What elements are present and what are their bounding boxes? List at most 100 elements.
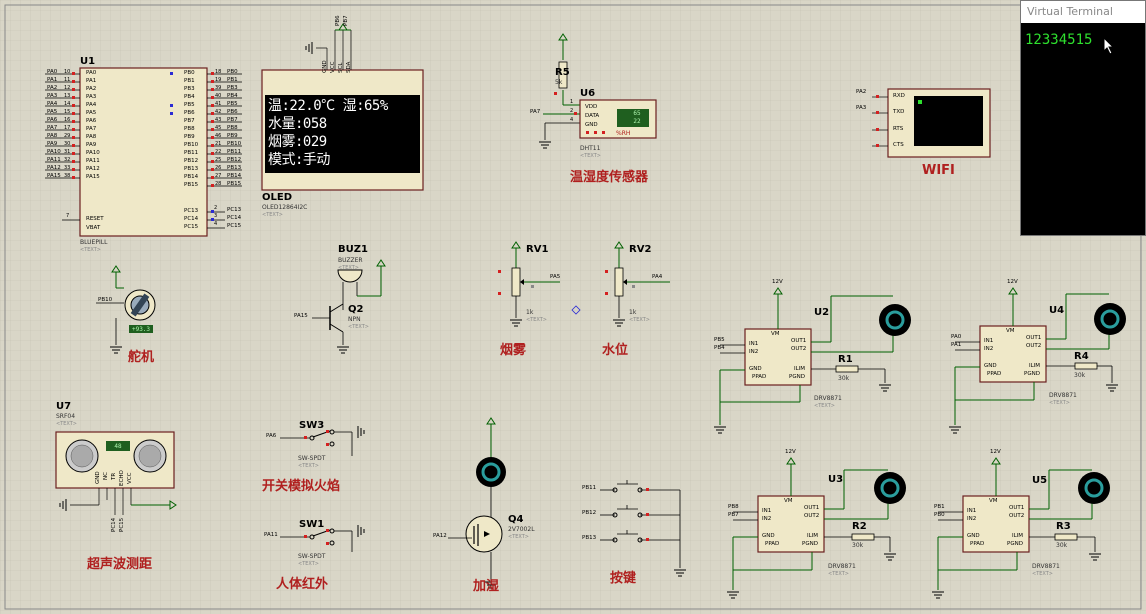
mouse-cursor-icon bbox=[1103, 37, 1115, 55]
q4-text: <TEXT> bbox=[508, 534, 529, 540]
u7-caption: 超声波测距 bbox=[87, 557, 153, 572]
driver-pin-ilim: ILIM bbox=[1029, 363, 1041, 369]
oled-text: <TEXT> bbox=[262, 212, 283, 218]
q4-part: 2V7002L bbox=[508, 526, 535, 533]
driver-pin-out1: OUT1 bbox=[1026, 335, 1042, 341]
rv2-potentiometer[interactable] bbox=[605, 241, 670, 327]
u1-pin-pa2: PA2 bbox=[86, 86, 97, 92]
virtual-terminal-window[interactable]: Virtual Terminal 12334515 bbox=[1020, 0, 1146, 236]
u7-pin-gnd: GND bbox=[95, 471, 101, 484]
sw1-switch[interactable] bbox=[280, 524, 365, 552]
buzzer-circuit[interactable] bbox=[312, 259, 386, 354]
u1-bluepill[interactable] bbox=[45, 67, 242, 237]
u4-driver[interactable] bbox=[948, 287, 1126, 434]
rv1-caption: 烟雾 bbox=[500, 343, 527, 358]
u1-pin-pa5: PA5 bbox=[86, 110, 97, 116]
u4-r-ref: R4 bbox=[1074, 351, 1089, 362]
oled-line-2: 水量:058 bbox=[268, 116, 327, 132]
rv1-potentiometer[interactable] bbox=[498, 241, 581, 327]
u1-pin-pb4: PB4 bbox=[184, 94, 195, 100]
sw3-switch[interactable] bbox=[280, 425, 365, 456]
u1-pin-num: 19 bbox=[215, 77, 222, 83]
u1-pin-num: 46 bbox=[215, 133, 222, 139]
u1-pin-vbat: VBAT bbox=[86, 225, 101, 231]
u6-caption: 温湿度传感器 bbox=[570, 170, 649, 185]
u2-r-ref: R1 bbox=[838, 354, 853, 365]
u4-net-in1: PA0 bbox=[951, 334, 962, 340]
u1-net-label: PA4 bbox=[47, 101, 58, 107]
u6-part: DHT11 bbox=[580, 145, 601, 152]
keys-circuit[interactable] bbox=[600, 480, 687, 577]
u2-r-value: 30k bbox=[838, 375, 850, 382]
oled-net-sda: PB7 bbox=[343, 15, 349, 26]
driver-pin-vm: VM bbox=[1006, 328, 1015, 334]
u1-pin-num: 17 bbox=[64, 125, 71, 131]
u1-pin-num: 29 bbox=[64, 133, 71, 139]
buz1-part: BUZZER bbox=[338, 257, 363, 264]
q4-net: PA12 bbox=[433, 533, 447, 539]
oled-pin-sda: SDA bbox=[346, 61, 352, 73]
oled-pin-gnd: GND bbox=[322, 60, 328, 73]
driver-pin-in1: IN1 bbox=[967, 508, 977, 514]
u1-net-label: PA11 bbox=[47, 157, 61, 163]
oled-ref: OLED bbox=[262, 192, 293, 203]
driver-pin-in2: IN2 bbox=[762, 516, 772, 522]
u1-pin-pa11: PA11 bbox=[86, 158, 100, 164]
u1-pin-num: 26 bbox=[215, 165, 222, 171]
u1-pin-pc14: PC14 bbox=[184, 216, 199, 222]
wifi-pin-cts: CTS bbox=[893, 142, 904, 148]
buz1-text: <TEXT> bbox=[338, 265, 359, 271]
u6-display-bottom: 22 bbox=[628, 118, 646, 125]
driver-pin-pgnd: PGND bbox=[802, 541, 818, 547]
sw3-caption: 开关模拟火焰 bbox=[262, 479, 341, 494]
u6-display-top: 65 bbox=[628, 110, 646, 117]
u1-pin-pa12: PA12 bbox=[86, 166, 100, 172]
oled-line-4: 模式:手动 bbox=[268, 152, 330, 168]
virtual-terminal-title: Virtual Terminal bbox=[1021, 1, 1145, 23]
u1-pin-num: 39 bbox=[215, 85, 222, 91]
u6-pin1-num: 1 bbox=[570, 99, 574, 105]
u1-pin-pa4: PA4 bbox=[86, 102, 97, 108]
u1-pin-pa9: PA9 bbox=[86, 142, 97, 148]
u5-driver[interactable] bbox=[931, 457, 1110, 599]
u1-net-label: PB3 bbox=[227, 85, 238, 91]
u5-ref: U5 bbox=[1032, 475, 1048, 486]
oled-pin-scl: SCL bbox=[338, 62, 344, 73]
sw3-text: <TEXT> bbox=[298, 463, 319, 469]
u3-driver[interactable] bbox=[726, 457, 906, 599]
u1-net-label: PB9 bbox=[227, 133, 238, 139]
key-net-2: PB12 bbox=[582, 510, 597, 516]
u1-net-label: PA12 bbox=[47, 165, 61, 171]
driver-pin-in1: IN1 bbox=[749, 341, 759, 347]
u1-pin-pb12: PB12 bbox=[184, 158, 199, 164]
u7-net-echo: PC15 bbox=[119, 517, 125, 532]
rv1-ref: RV1 bbox=[526, 244, 549, 255]
driver-pin-pgnd: PGND bbox=[1024, 371, 1040, 377]
rv2-ref: RV2 bbox=[629, 244, 652, 255]
u6-pin-data: DATA bbox=[585, 113, 600, 119]
sw3-ref: SW3 bbox=[299, 420, 325, 431]
u1-pc14-num: 3 bbox=[214, 213, 218, 219]
u1-pin-num: 30 bbox=[64, 141, 71, 147]
u1-pin-num: 15 bbox=[64, 109, 71, 115]
u1-pin-pa7: PA7 bbox=[86, 126, 97, 132]
humidifier-circuit[interactable] bbox=[448, 417, 506, 589]
u2-driver[interactable] bbox=[713, 287, 911, 434]
u7-net-tr: PC14 bbox=[111, 517, 117, 532]
u1-net-label: PB1 bbox=[227, 77, 238, 83]
u1-pin-num: 18 bbox=[215, 69, 222, 75]
u1-pin-pc13: PC13 bbox=[184, 208, 199, 214]
u1-pin-pa0: PA0 bbox=[86, 70, 97, 76]
u6-pin-vdd: VDD bbox=[585, 104, 598, 110]
u1-net-label: PB11 bbox=[227, 149, 242, 155]
u1-pin-num: 33 bbox=[64, 165, 71, 171]
wifi-module[interactable] bbox=[872, 88, 991, 158]
u1-pc15-num: 4 bbox=[214, 221, 218, 227]
u7-pin-vcc: VCC bbox=[127, 472, 133, 484]
u1-pin-num: 13 bbox=[64, 93, 71, 99]
u1-net-label: PB6 bbox=[227, 109, 238, 115]
driver-pin-ilim: ILIM bbox=[1012, 533, 1024, 539]
rv2-text: <TEXT> bbox=[629, 317, 650, 323]
u1-net-label: PB7 bbox=[227, 117, 238, 123]
u3-part: DRV8871 bbox=[828, 563, 856, 570]
